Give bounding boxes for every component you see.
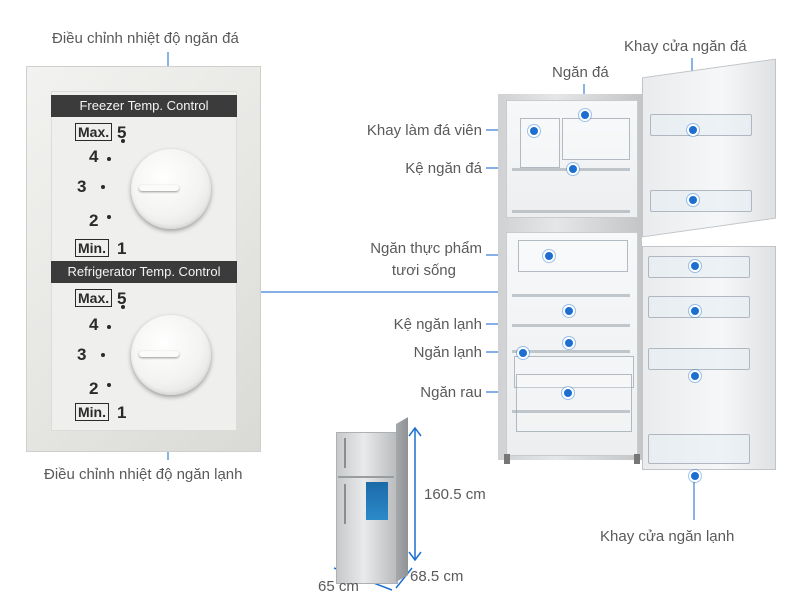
vegetable-label: Ngăn rau — [420, 384, 482, 401]
ice-tray — [520, 118, 560, 168]
width-dimension: 65 cm — [318, 578, 359, 595]
scale-dot — [107, 325, 111, 329]
fridge-control-label: Điều chỉnh nhiệt độ ngăn lạnh — [44, 466, 243, 483]
scale-3: 3 — [77, 345, 87, 364]
scale-1: 1 — [117, 239, 127, 258]
freezer-control-title: Freezer Temp. Control — [51, 95, 237, 117]
fridge-shelf-label: Kệ ngăn lạnh — [393, 316, 482, 333]
fridge-door-tray-marker — [689, 260, 701, 272]
scale-5: 5 — [117, 123, 127, 142]
freezer-door-tray — [650, 190, 752, 212]
temperature-control-panel: Freezer Temp. Control Max. 5 4 3 2 Min. … — [26, 66, 261, 452]
scale-dot — [107, 383, 111, 387]
fresh-food-label-line2: tươi sống — [391, 262, 456, 279]
fridge-door-tray-marker — [689, 370, 701, 382]
fridge-shelf-marker — [563, 305, 575, 317]
freezer-temperature-knob[interactable] — [131, 149, 211, 229]
vegetable-marker — [562, 387, 574, 399]
fridge-label: Ngăn lạnh — [413, 344, 482, 361]
scale-max-label: Max. — [75, 123, 113, 141]
scale-4: 4 — [89, 147, 99, 166]
scale-min-label: Min. — [75, 403, 109, 421]
scale-4: 4 — [89, 315, 99, 334]
ice-tray-label: Khay làm đá viên — [366, 122, 482, 139]
fridge-door-tray-marker — [689, 470, 701, 482]
fridge-control-title: Refrigerator Temp. Control — [51, 261, 237, 283]
freezer-door-tray-marker — [687, 124, 699, 136]
fridge-door-tray-label: Khay cửa ngăn lạnh — [600, 528, 735, 545]
fridge-shelf — [512, 324, 630, 327]
scale-dot — [101, 185, 105, 189]
fridge-control-section: Refrigerator Temp. Control Max. 5 4 3 2 … — [51, 261, 237, 431]
open-refrigerator — [498, 58, 788, 474]
freezer-marker — [579, 109, 591, 121]
fridge-marker — [517, 347, 529, 359]
freezer-back-panel — [562, 118, 630, 160]
freezer-shelf-label: Kệ ngăn đá — [405, 160, 482, 177]
ice-tray-marker — [528, 125, 540, 137]
fresh-food-label-line1: Ngăn thực phẩm — [370, 240, 482, 257]
scale-dot — [107, 157, 111, 161]
freezer-control-section: Freezer Temp. Control Max. 5 4 3 2 Min. … — [51, 91, 237, 265]
scale-max-label: Max. — [75, 289, 113, 307]
closed-refrigerator — [336, 417, 408, 592]
fridge-shelf-marker — [563, 337, 575, 349]
freezer-shelf-marker — [567, 163, 579, 175]
fridge-door-tray-marker — [689, 305, 701, 317]
scale-1: 1 — [117, 403, 127, 422]
scale-dot — [101, 353, 105, 357]
scale-dot — [107, 215, 111, 219]
scale-min-label: Min. — [75, 239, 109, 257]
fridge-door-tray — [648, 434, 750, 464]
height-dimension: 160.5 cm — [424, 486, 486, 503]
fridge-temperature-knob[interactable] — [131, 315, 211, 395]
depth-dimension: 68.5 cm — [410, 568, 464, 585]
scale-2: 2 — [89, 379, 99, 398]
freezer-label: Ngăn đá — [552, 64, 609, 81]
fresh-food-marker — [543, 250, 555, 262]
scale-5: 5 — [117, 289, 127, 308]
scale-dot — [121, 139, 125, 143]
freezer-door-tray-marker — [687, 194, 699, 206]
freezer-control-label: Điều chỉnh nhiệt độ ngăn đá — [52, 30, 239, 47]
scale-3: 3 — [77, 177, 87, 196]
freezer-door-tray-label: Khay cửa ngăn đá — [624, 38, 747, 55]
fresh-food-tray — [518, 240, 628, 272]
scale-dot — [121, 305, 125, 309]
vegetable-crisper — [516, 374, 632, 432]
scale-2: 2 — [89, 211, 99, 230]
